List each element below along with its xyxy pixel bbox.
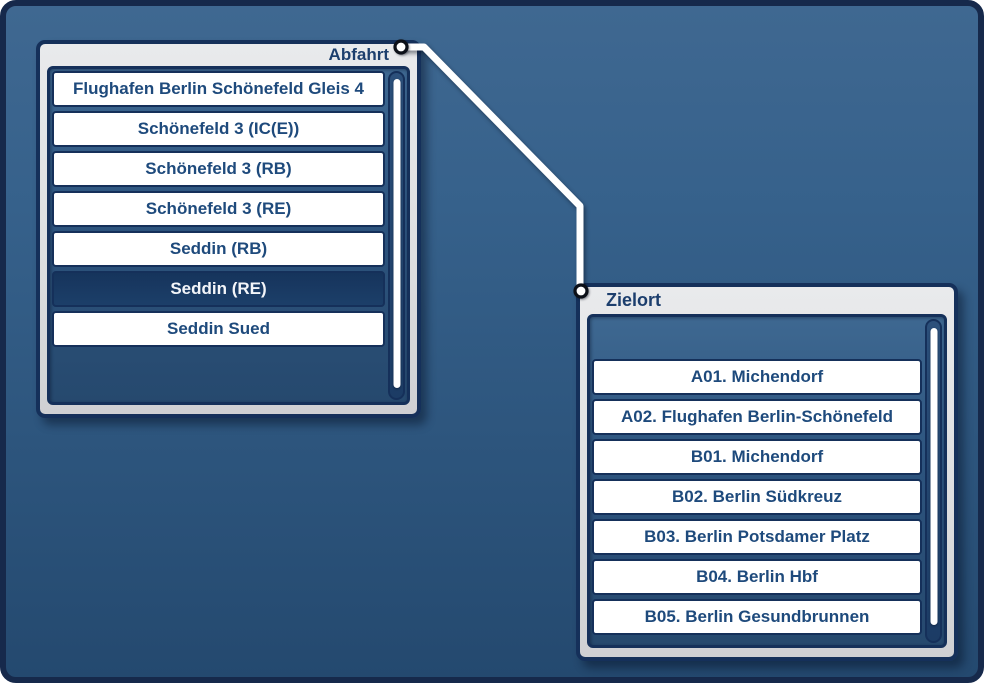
list-item[interactable]: Seddin (RE) <box>52 271 385 307</box>
list-item[interactable]: B02. Berlin Südkreuz <box>592 479 922 515</box>
list-item[interactable]: Seddin (RB) <box>52 231 385 267</box>
list-item[interactable]: B03. Berlin Potsdamer Platz <box>592 519 922 555</box>
list-item[interactable]: A01. Michendorf <box>592 359 922 395</box>
departure-list: Flughafen Berlin Schönefeld Gleis 4 Schön… <box>47 66 410 405</box>
departure-panel-header[interactable]: Abfahrt <box>40 44 417 66</box>
destination-scrollbar-thumb[interactable] <box>930 328 937 625</box>
departure-scrollbar[interactable] <box>388 71 405 400</box>
list-item[interactable]: B04. Berlin Hbf <box>592 559 922 595</box>
destination-panel-header[interactable]: Zielort <box>580 287 954 314</box>
list-item[interactable]: Seddin Sued <box>52 311 385 347</box>
list-item[interactable]: A02. Flughafen Berlin-Schönefeld <box>592 399 922 435</box>
list-spacer <box>592 319 922 355</box>
list-item[interactable]: Schönefeld 3 (RB) <box>52 151 385 187</box>
destination-panel-title: Zielort <box>606 290 662 310</box>
departure-connector-handle[interactable] <box>393 39 409 55</box>
destination-connector-handle[interactable] <box>573 283 589 299</box>
list-item[interactable]: Flughafen Berlin Schönefeld Gleis 4 <box>52 71 385 107</box>
list-item[interactable]: Schönefeld 3 (IC(E)) <box>52 111 385 147</box>
departure-panel: Abfahrt Flughafen Berlin Schönefeld Glei… <box>36 40 421 418</box>
list-item[interactable]: Schönefeld 3 (RE) <box>52 191 385 227</box>
destination-scrollbar[interactable] <box>925 319 942 643</box>
departure-panel-title: Abfahrt <box>328 45 389 64</box>
list-item[interactable]: B05. Berlin Gesundbrunnen <box>592 599 922 635</box>
departure-list-items: Flughafen Berlin Schönefeld Gleis 4 Schön… <box>52 71 385 400</box>
departure-scrollbar-thumb[interactable] <box>393 79 400 388</box>
list-item[interactable]: B01. Michendorf <box>592 439 922 475</box>
